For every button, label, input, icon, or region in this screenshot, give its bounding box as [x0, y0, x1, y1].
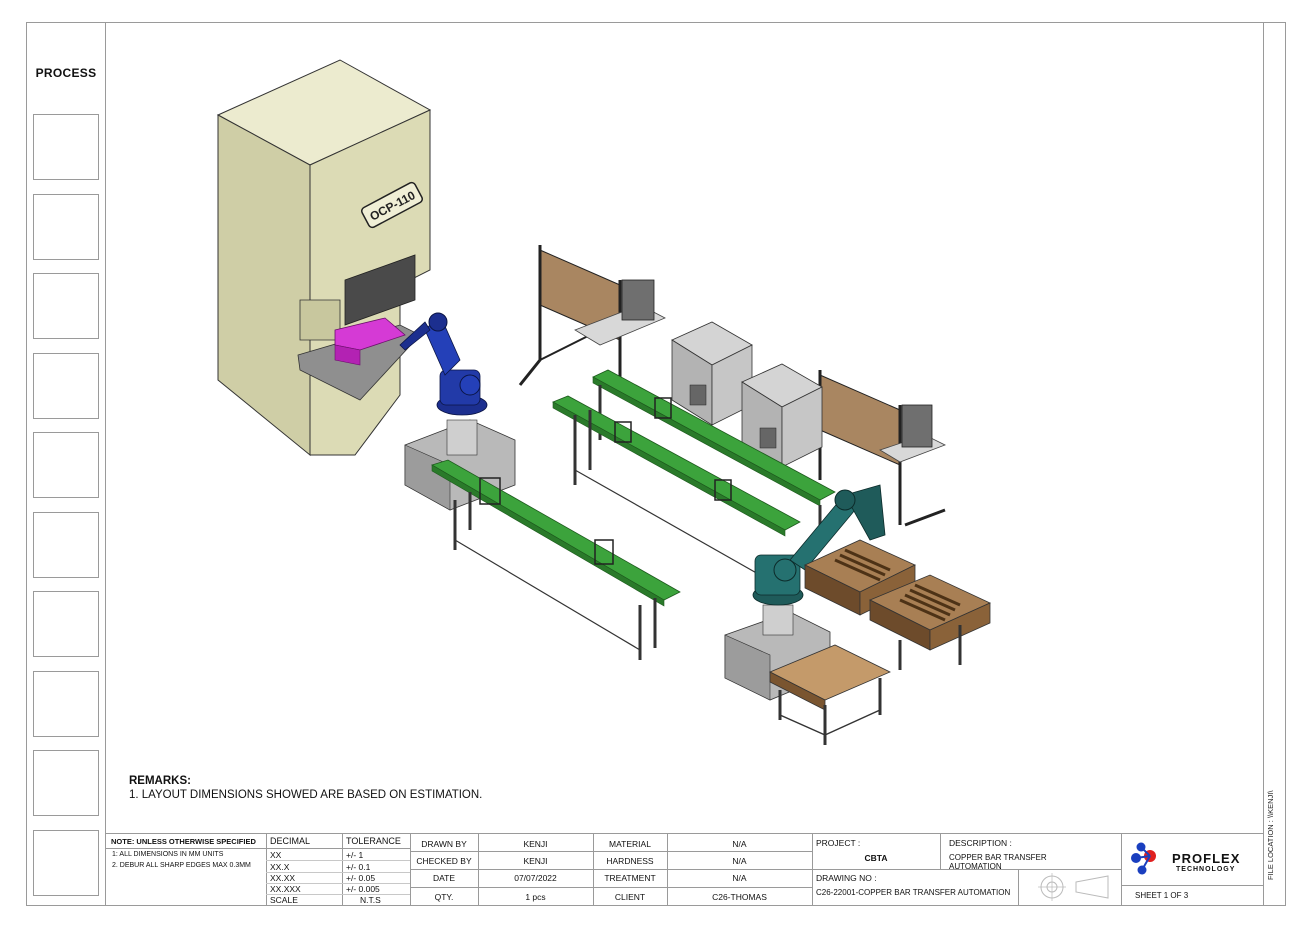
drawn-by-label: DRAWN BY: [421, 839, 467, 849]
pallet-table-1: [804, 539, 916, 616]
file-location-strip: [1263, 22, 1286, 906]
hardness-value: N/A: [732, 856, 747, 866]
tolerance-value: +/- 0.1: [346, 862, 371, 872]
process-title: PROCESS: [35, 66, 97, 80]
remarks-title: REMARKS:: [129, 775, 191, 787]
process-box: [33, 671, 99, 737]
file-location-text: FILE LOCATION : \\KENJI\: [1266, 790, 1275, 880]
process-box: [33, 114, 99, 180]
checked-by-label: CHECKED BY: [416, 856, 472, 866]
project-label: PROJECT :: [816, 838, 861, 848]
inspection-frame-1: [518, 245, 666, 386]
process-box: [33, 353, 99, 419]
conveyor-3: [552, 395, 801, 576]
decimal-value: XX: [270, 850, 282, 860]
notes-header: NOTE: UNLESS OTHERWISE SPECIFIED: [111, 837, 256, 846]
logo-sub: TECHNOLOGY: [1176, 866, 1236, 873]
checked-by-value: KENJI: [523, 856, 548, 866]
client-value: C26-THOMAS: [712, 892, 767, 902]
conveyor-1: [431, 459, 681, 660]
process-column: PROCESS: [26, 22, 106, 906]
measurement-unit-2: [741, 363, 823, 468]
decimal-value: XX.XX: [270, 873, 296, 883]
decimal-value: XX.X: [270, 862, 290, 872]
process-box: [33, 273, 99, 339]
client-label: CLIENT: [614, 892, 646, 902]
process-box: [33, 432, 99, 498]
tolerance-header: TOLERANCE: [346, 836, 401, 846]
robot-arm-teal: [724, 484, 886, 701]
tolerance-value: +/- 1: [346, 850, 364, 860]
description-line: AUTOMATION: [949, 862, 1002, 871]
description-line: COPPER BAR TRANSFER: [949, 853, 1047, 862]
treatment-value: N/A: [732, 873, 747, 883]
measurement-unit-1: [671, 321, 753, 426]
material-value: N/A: [732, 839, 747, 849]
process-box: [33, 591, 99, 657]
layout-drawing: OCP-110: [216, 59, 991, 745]
pallet-table-3: [769, 644, 891, 745]
tolerance-value: +/- 0.05: [346, 873, 376, 883]
project-value: CBTA: [864, 853, 888, 863]
proflex-logo-icon: [1131, 842, 1156, 875]
process-box: [33, 512, 99, 578]
drawing-no-value: C26-22001-COPPER BAR TRANSFER AUTOMATION: [816, 888, 1011, 897]
third-angle-projection-icon: [1038, 873, 1109, 901]
date-label: DATE: [432, 873, 456, 883]
scale-value: N.T.S: [360, 895, 381, 905]
pallet-table-2: [869, 574, 991, 670]
sheet-number: SHEET 1 OF 3: [1135, 891, 1189, 900]
description-label: DESCRIPTION :: [949, 838, 1012, 848]
scale-label: SCALE: [270, 895, 298, 905]
process-box: [33, 750, 99, 816]
qty-label: QTY.: [434, 892, 454, 902]
treatment-label: TREATMENT: [604, 873, 656, 883]
date-value: 07/07/2022: [514, 873, 557, 883]
press-machine: OCP-110: [216, 59, 432, 457]
note-line: 1: ALL DIMENSIONS IN MM UNITS: [112, 851, 224, 858]
note-line: 2. DEBUR ALL SHARP EDGES MAX 0.3MM: [112, 862, 251, 869]
drawing-frame: [26, 22, 1286, 906]
inspection-frame-2: [818, 370, 946, 527]
material-label: MATERIAL: [609, 839, 651, 849]
decimal-header: DECIMAL: [270, 836, 311, 846]
process-box: [33, 194, 99, 260]
qty-value: 1 pcs: [525, 892, 546, 902]
process-box: [33, 830, 99, 896]
drawn-by-value: KENJI: [523, 839, 548, 849]
decimal-value: XX.XXX: [270, 884, 301, 894]
hardness-label: HARDNESS: [606, 856, 654, 866]
tolerance-value: +/- 0.005: [346, 884, 380, 894]
drawing-no-label: DRAWING NO :: [816, 873, 877, 883]
logo-name: PROFLEX: [1172, 851, 1241, 866]
remarks-line: 1. LAYOUT DIMENSIONS SHOWED ARE BASED ON…: [129, 789, 483, 801]
title-block: [106, 833, 1263, 906]
